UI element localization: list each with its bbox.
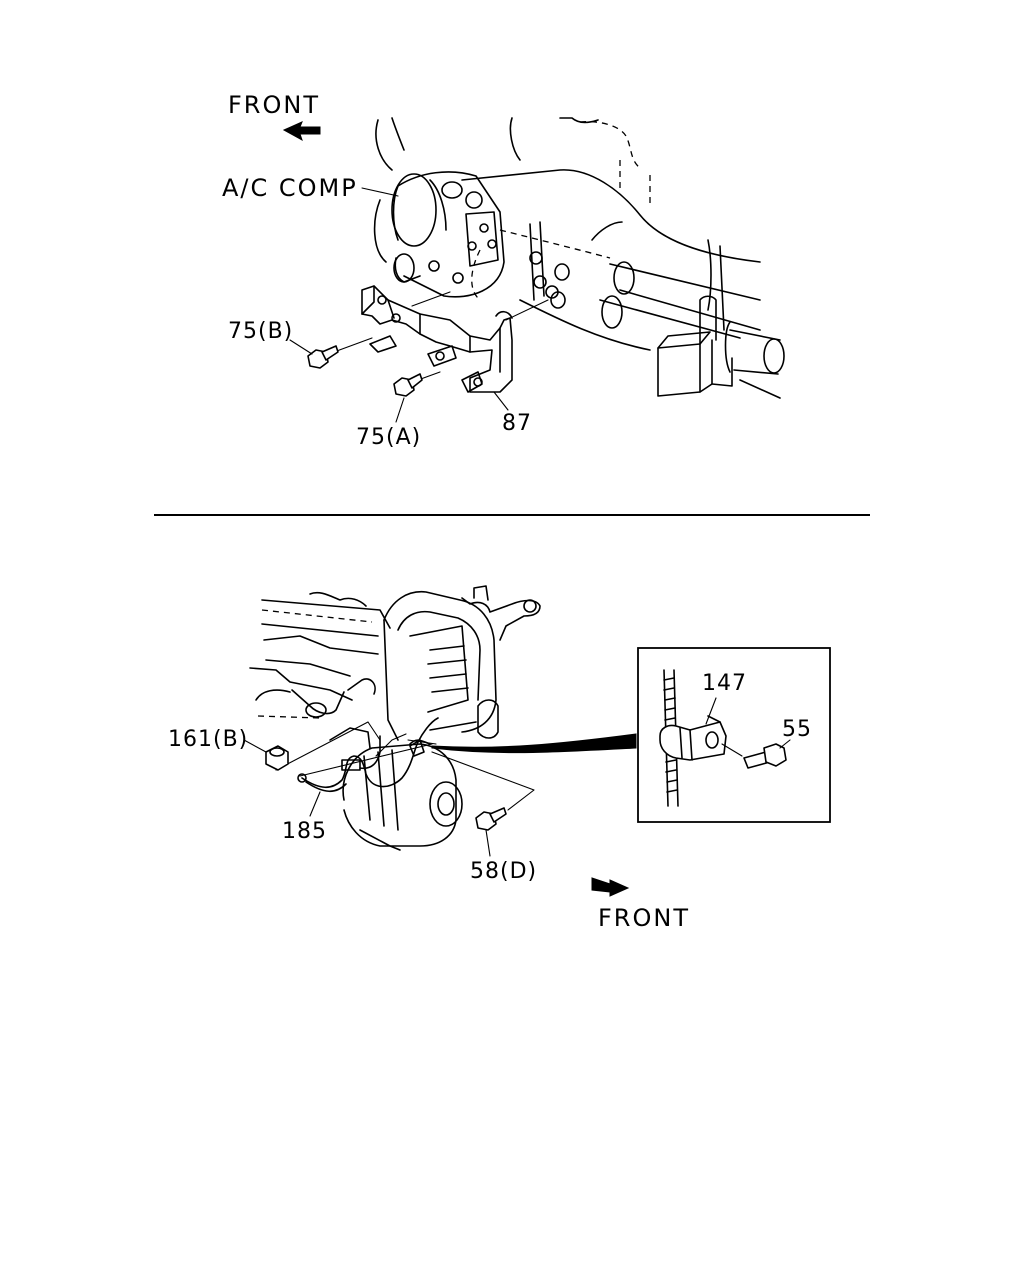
- engine-outline: [249, 591, 391, 749]
- callout-58d: 58(D): [470, 859, 537, 884]
- callout-185: 185: [282, 819, 327, 844]
- bottom-front-label: FRONT: [598, 904, 690, 932]
- callout-87: 87: [502, 411, 532, 436]
- harness-185: [297, 717, 439, 793]
- ac-comp-label: A/C COMP: [222, 174, 358, 202]
- callout-58d-leader: [485, 829, 491, 857]
- top-diagram: FRONT A/C COMP: [222, 91, 785, 450]
- axle-shaft: [599, 261, 785, 399]
- bottom-front-arrow-icon: [591, 877, 630, 897]
- bracket-assembly-line-1: [411, 291, 451, 307]
- detail-pointer: [409, 733, 637, 754]
- callout-161b-leader: [243, 739, 267, 753]
- engine-block-outline: [375, 117, 761, 351]
- engine-mount-fittings: [529, 221, 570, 309]
- callout-147: 147: [702, 671, 747, 696]
- clip-assembly-line: [407, 739, 437, 745]
- bracket-assembly-line: [375, 733, 407, 757]
- ac-compressor: [373, 171, 505, 298]
- bracket-assembly-line-2: [505, 299, 549, 321]
- alternator: [342, 699, 499, 851]
- nut-161b-assembly-line: [275, 721, 381, 771]
- timing-cover: [383, 585, 541, 741]
- bottom-diagram: 161(B) 185 58(D): [168, 585, 831, 932]
- callout-75b: 75(B): [228, 319, 293, 344]
- detail-inset: [637, 647, 831, 823]
- callout-55-leader: [779, 739, 791, 749]
- callout-75a-leader: [395, 397, 405, 423]
- callout-75a: 75(A): [356, 425, 421, 450]
- callout-147-leader: [705, 697, 717, 725]
- shaft-support-block: [657, 295, 733, 397]
- ac-comp-leader: [361, 187, 399, 197]
- top-front-label: FRONT: [228, 91, 320, 119]
- callout-55: 55: [782, 717, 812, 742]
- top-front-arrow-icon: [282, 121, 321, 142]
- bolt-58d-icon: [475, 807, 507, 831]
- bracket-87: [361, 285, 513, 393]
- harness-assembly-line: [299, 743, 433, 777]
- bolt-58d-assembly-line: [431, 751, 535, 811]
- callout-87-leader: [493, 391, 509, 411]
- callout-75b-leader: [289, 339, 313, 355]
- callout-161b: 161(B): [168, 727, 248, 752]
- nut-161b-icon: [265, 745, 289, 771]
- callout-185-leader: [309, 791, 321, 817]
- bolt-75b-assembly-line: [333, 337, 373, 353]
- bolt-75a-icon: [393, 373, 423, 397]
- bolt-75b-icon: [307, 345, 339, 369]
